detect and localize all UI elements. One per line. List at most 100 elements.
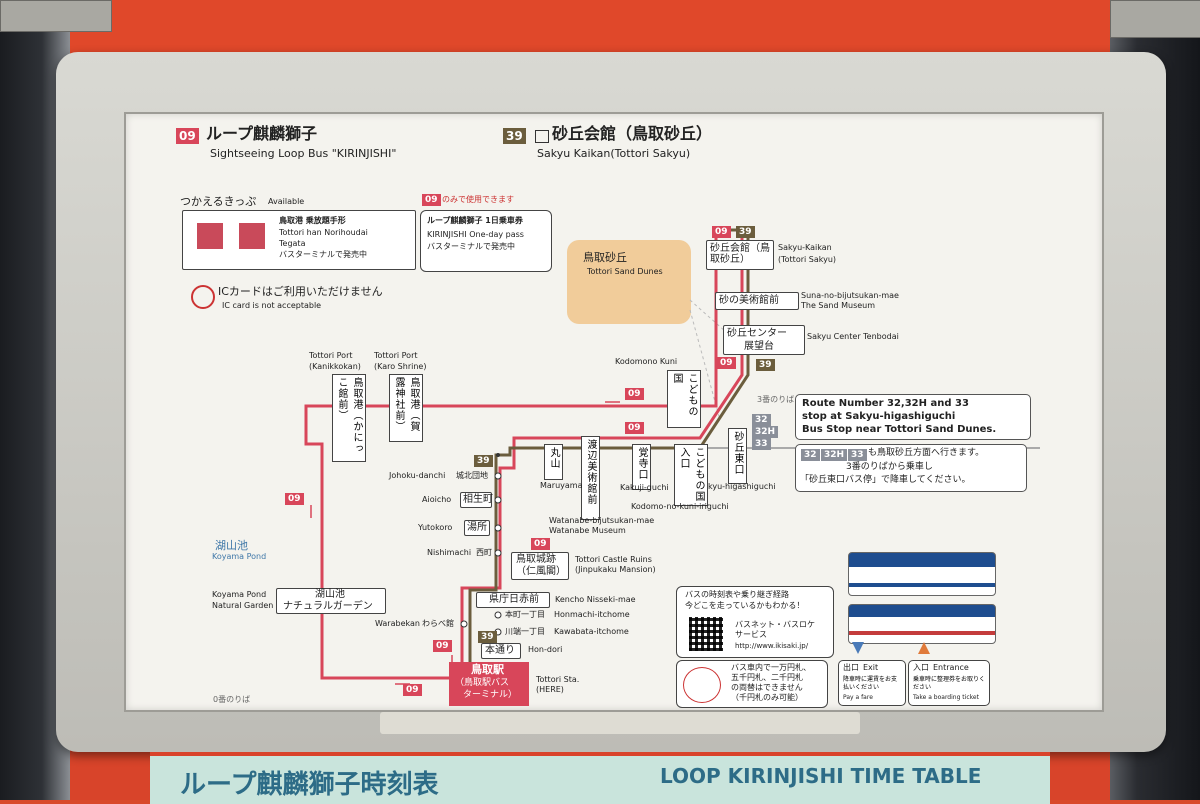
busnet-line1: バスネット・バスロケ: [735, 620, 815, 629]
qr-code-icon[interactable]: [689, 617, 723, 651]
dunes-label-ja: 鳥取砂丘: [583, 251, 627, 264]
stop-yutokoro-en: Yutokoro: [418, 523, 453, 532]
stop-garden-en1: Koyama Pond: [212, 590, 267, 599]
entrance-desc: 乗車時に整理券をお取りください: [913, 676, 986, 691]
station-en2: (HERE): [536, 685, 564, 694]
badge-33-notice: 33: [848, 449, 867, 461]
stop-sakyu-kaikan: 砂丘会館（鳥取砂丘）: [706, 240, 774, 270]
badge-32: 32: [752, 414, 771, 426]
stop-sakyu-center: 砂丘センター 展望台: [723, 325, 805, 355]
stop-dot-johoku: [494, 472, 502, 480]
timetable-title-en: LOOP KIRINJISHI TIME TABLE: [660, 764, 982, 788]
stop-tottori-castle: 鳥取城跡 （仁風閣）: [511, 552, 569, 580]
stop-kodomono-kuni-en: Kodomono Kuni: [615, 357, 678, 366]
stop-dot-warabe: [460, 620, 468, 628]
badge-09-kaikan: 09: [712, 226, 731, 238]
stop-kakuji-guchi-en: Kakuji-guchi: [620, 483, 669, 492]
stop-sakyu-center-ja2: 展望台: [744, 341, 774, 352]
busnet-url[interactable]: http://www.ikisaki.jp/: [735, 642, 809, 650]
stop-kawabata-ja: 川端一丁目: [505, 627, 545, 636]
ticket1-name-en1: Tottori han Norihoudai: [279, 228, 368, 237]
badge-39-hondori: 39: [478, 631, 497, 643]
badge-39-center: 39: [756, 359, 775, 371]
timetable-info-line2: 今どこを走っているかもわかる！: [685, 601, 805, 610]
available-label-en: Available: [268, 197, 305, 206]
entrance-label-en: Entrance: [933, 663, 969, 672]
stop-castle-en2: (Jinpukaku Mansion): [575, 565, 656, 574]
entrance-arrow-icon: [918, 642, 930, 654]
ticket1-sales: バスターミナルで発売中: [279, 250, 367, 259]
exit-desc: 降車時に運賃をお支払いください: [843, 676, 898, 691]
stop-castle-ja1: 鳥取城跡: [516, 554, 556, 565]
stop-yutokoro: 湯所: [464, 520, 490, 536]
bus-stop-icon: [535, 130, 549, 143]
stop-johoku-en: Johoku-danchi: [389, 471, 446, 480]
station-ja1: 鳥取駅: [471, 663, 504, 676]
stop-hondori: 本通り: [481, 643, 521, 659]
stop-nishimachi-ja: 西町: [476, 548, 492, 557]
stop-natural-garden: 湖山池 ナチュラルガーデン: [276, 588, 386, 614]
stop-port-kani-en1: Tottori Port: [309, 351, 353, 360]
sakyu-title: 砂丘会館（鳥取砂丘）: [552, 124, 713, 143]
dunes-label-en: Tottori Sand Dunes: [587, 267, 663, 276]
stop-sand-museum-en2: The Sand Museum: [801, 301, 876, 310]
fare-line4: （千円札のみ可能）: [731, 693, 803, 702]
route-notice-line3: Bus Stop near Tottori Sand Dunes.: [802, 424, 997, 435]
route-notice-ja1: も鳥取砂丘方面へ行きます。: [868, 448, 985, 458]
stop-maruyama: 丸山: [544, 444, 563, 480]
badge-09-loop-top: 09: [625, 422, 644, 434]
route-32-notice-ja: 32 32H 33 も鳥取砂丘方面へ行きます。 3番のりばから乗車し 「砂丘東口…: [795, 444, 1027, 492]
stop-garden-en2: Natural Garden: [212, 601, 274, 610]
stop-sakyu-kaikan-en2: (Tottori Sakyu): [778, 255, 837, 264]
ic-card-notice: ICカードはご利用いただけません: [218, 285, 383, 298]
fare-line1: バス車内で一万円札、: [731, 663, 811, 672]
busnet-line2: サービス: [735, 630, 767, 639]
exit-label-en: Exit: [863, 663, 879, 672]
badge-09-left: 09: [285, 493, 304, 505]
stop-hondori-ja: 本通り: [485, 645, 515, 656]
stop-kencho-nisseki: 県庁日赤前: [476, 592, 550, 608]
fare-line3: の両替はできません: [731, 683, 803, 692]
stop-garden-ja1: 湖山池: [315, 589, 345, 600]
fare-notice: バス車内で一万円札、 五千円札、二千円札 の両替はできません （千円札のみ可能）: [676, 660, 828, 708]
stop-dot-honmachi: [494, 611, 502, 619]
top-right-bracket: [1110, 0, 1200, 38]
sakyu-subtitle: Sakyu Kaikan(Tottori Sakyu): [537, 147, 691, 160]
ticket1-name: 鳥取港 乗放題手形: [279, 216, 346, 225]
badge-32h-notice: 32H: [821, 449, 848, 461]
fare-line2: 五千円札、二千円札: [731, 673, 803, 682]
badge-32h: 32H: [752, 426, 779, 438]
stop-sand-museum-ja: 砂の美術館前: [719, 295, 779, 306]
stop-port-karo-en1: Tottori Port: [374, 351, 418, 360]
stop-sand-museum: 砂の美術館前: [715, 292, 799, 310]
stop-kodomono-kuni: こどもの国: [667, 370, 701, 428]
ticket-image-2: [239, 223, 265, 249]
bus-illustration-side: [848, 604, 996, 644]
stop-warabe-ja: わらべ館: [422, 619, 454, 628]
ticket-card-oneday: ループ麒麟獅子 1日乗車券 KIRINJISHI One-day pass バス…: [420, 210, 552, 272]
badge-09-castle: 09: [531, 538, 550, 550]
badge-32-notice: 32: [801, 449, 820, 461]
exit-label-ja: 出口: [843, 663, 859, 672]
dune-dash-2: [689, 309, 721, 421]
stop-castle-en1: Tottori Castle Ruins: [575, 555, 652, 564]
stop-maruyama-en: Maruyama: [540, 481, 583, 490]
stop-kencho-en: Kencho Nisseki-mae: [555, 595, 636, 604]
stop-port-karo-en2: (Karo Shrine): [374, 362, 427, 371]
badge-09-bottom: 09: [403, 684, 422, 696]
stop-yutokoro-ja: 湯所: [467, 522, 487, 533]
available-label: つかえるきっぷ: [180, 195, 257, 208]
stop-aioicho-ja: 相生町: [463, 494, 493, 505]
ticket2-sales: バスターミナルで発売中: [427, 242, 515, 251]
badge-39-kaikan: 39: [736, 226, 755, 238]
stop-sakyu-kaikan-en1: Sakyu-Kaikan: [778, 243, 832, 252]
stop-dot-johoku-left: [496, 453, 500, 457]
stop-aioicho: 相生町: [460, 492, 493, 508]
tottori-station-box: 鳥取駅 （鳥取駅バス ターミナル）: [449, 662, 529, 706]
stop-aioicho-en: Aioicho: [422, 495, 452, 504]
entrance-label-ja: 入口: [913, 663, 929, 672]
route-notice-ja2: 3番のりばから乗車し: [846, 462, 933, 472]
route-notice-line1: Route Number 32,32H and 33: [802, 398, 969, 409]
ic-card-notice-en: IC card is not acceptable: [222, 301, 322, 310]
stop-kencho-ja: 県庁日赤前: [489, 594, 539, 605]
